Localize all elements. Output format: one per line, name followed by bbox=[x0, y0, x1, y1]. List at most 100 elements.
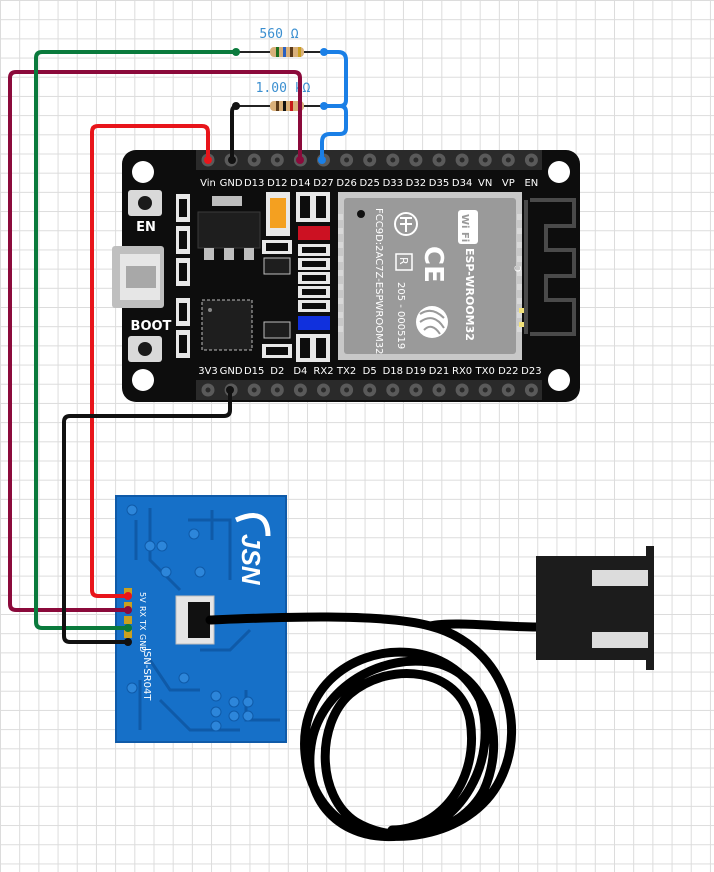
pin-label: GND bbox=[220, 178, 243, 189]
header-pin-hole bbox=[390, 387, 396, 393]
header-pin-hole bbox=[251, 157, 257, 163]
pin-label: D32 bbox=[406, 178, 426, 189]
pin-label: D27 bbox=[313, 178, 333, 189]
pin-label: D26 bbox=[336, 178, 356, 189]
pin-label: D14 bbox=[290, 178, 310, 189]
pin-label: EN bbox=[524, 178, 538, 189]
module-fcc-id: FCC9D:2AC7Z-ESPWROOM32 bbox=[373, 208, 384, 354]
status-led bbox=[298, 316, 330, 330]
pin-label: D13 bbox=[244, 178, 264, 189]
sensor-pin-label: 5V bbox=[138, 592, 147, 603]
jsn-logo-icon: JSN bbox=[234, 513, 271, 586]
pcb-antenna bbox=[524, 198, 576, 336]
pin-label: Vin bbox=[200, 178, 216, 189]
fcc-logo-icon bbox=[394, 212, 418, 236]
svg-text:JSN: JSN bbox=[236, 534, 266, 586]
header-pin-hole bbox=[482, 387, 488, 393]
antenna-mark: C bbox=[514, 266, 524, 272]
module-serial: 205 - 000519 bbox=[395, 282, 406, 349]
waterproof-ultrasonic-probe bbox=[205, 546, 654, 842]
voltage-regulator bbox=[197, 196, 261, 260]
svg-text:Wi Fi: Wi Fi bbox=[459, 214, 470, 242]
pin-label: D34 bbox=[452, 178, 472, 189]
bottom-pin-header bbox=[196, 380, 542, 400]
header-pin-hole bbox=[344, 387, 350, 393]
header-pin-hole bbox=[367, 157, 373, 163]
pin-label: D33 bbox=[383, 178, 403, 189]
pin-label: D2 bbox=[270, 366, 284, 377]
antenna-pads bbox=[519, 308, 524, 327]
r-mark-icon: R bbox=[395, 253, 413, 271]
top-pin-header bbox=[196, 150, 542, 170]
header-pin-hole bbox=[482, 157, 488, 163]
pin-label: RX0 bbox=[452, 366, 472, 377]
header-pin-hole bbox=[367, 387, 373, 393]
header-pin-hole bbox=[528, 157, 534, 163]
resistor-1k-ohm[interactable] bbox=[236, 101, 324, 111]
sensor-pin-pad[interactable] bbox=[124, 630, 132, 638]
sensor-pin-pad[interactable] bbox=[124, 616, 132, 624]
wire-divider-to-sensor[interactable] bbox=[34, 50, 238, 630]
pin-label: 3V3 bbox=[198, 366, 218, 377]
header-pin-hole bbox=[413, 387, 419, 393]
wire-d14-to-sensor[interactable] bbox=[8, 70, 302, 612]
mounting-hole bbox=[132, 369, 154, 391]
header-pin-hole bbox=[459, 387, 465, 393]
transistor bbox=[263, 257, 291, 339]
svg-text:R: R bbox=[397, 257, 410, 265]
header-pin-hole bbox=[505, 157, 511, 163]
wifi-logo-icon: Wi Fi bbox=[458, 210, 478, 244]
mounting-hole bbox=[548, 161, 570, 183]
pin-label: D21 bbox=[429, 366, 449, 377]
boot-button[interactable] bbox=[128, 336, 162, 362]
sensor-pin-label: GND bbox=[138, 634, 147, 652]
en-button-label: EN bbox=[136, 220, 156, 235]
en-button[interactable] bbox=[128, 190, 162, 216]
header-pin-hole bbox=[505, 387, 511, 393]
wire-gnd-to-sensor-gnd[interactable] bbox=[62, 388, 232, 644]
header-pin-hole bbox=[344, 157, 350, 163]
pin-label: D23 bbox=[521, 366, 541, 377]
wire-junction-dots bbox=[124, 48, 328, 646]
wire-divider-junction[interactable] bbox=[320, 50, 348, 162]
espressif-logo-icon bbox=[416, 306, 448, 338]
pin-label: D18 bbox=[383, 366, 403, 377]
header-pin-hole bbox=[528, 387, 534, 393]
pin-label: D35 bbox=[429, 178, 449, 189]
header-pin-hole bbox=[205, 387, 211, 393]
header-pin-hole bbox=[251, 387, 257, 393]
pin-label: VP bbox=[502, 178, 515, 189]
resistor-560-ohm-value: 560 Ω bbox=[259, 27, 298, 42]
ce-mark-icon: CE bbox=[418, 246, 448, 283]
pin-label: D22 bbox=[498, 366, 518, 377]
resistor-array bbox=[262, 192, 330, 362]
header-pin-hole bbox=[459, 157, 465, 163]
wire-vin-to-5v[interactable] bbox=[90, 124, 210, 598]
pin-label: RX2 bbox=[313, 366, 333, 377]
header-pin-hole bbox=[274, 387, 280, 393]
usb-port bbox=[112, 246, 164, 308]
pcb-traces bbox=[134, 508, 280, 732]
resistor-1k-ohm-value: 1.00 kΩ bbox=[256, 81, 311, 96]
esp-wroom32-module: FCC9D:2AC7Z-ESPWROOM32 ESP-WROOM32 205 -… bbox=[338, 192, 522, 360]
pin-label: TX0 bbox=[475, 366, 495, 377]
mounting-hole bbox=[132, 161, 154, 183]
header-pin-hole bbox=[321, 387, 326, 393]
tantalum-capacitor bbox=[266, 192, 290, 236]
resistor-560-ohm[interactable] bbox=[236, 47, 324, 57]
pin-label: TX2 bbox=[336, 366, 356, 377]
pin-label: D19 bbox=[406, 366, 426, 377]
pin-label: D12 bbox=[267, 178, 287, 189]
svg-text:CE: CE bbox=[418, 246, 448, 283]
header-pin-hole bbox=[436, 157, 442, 163]
sensor-pin-label: RX bbox=[138, 606, 147, 618]
sensor-model-label: JSN-SR04T bbox=[141, 647, 152, 701]
header-pin-hole bbox=[390, 157, 396, 163]
power-led bbox=[298, 226, 330, 240]
smd-components bbox=[176, 194, 190, 358]
pin-label: D25 bbox=[359, 178, 379, 189]
pin-label: D4 bbox=[293, 366, 307, 377]
